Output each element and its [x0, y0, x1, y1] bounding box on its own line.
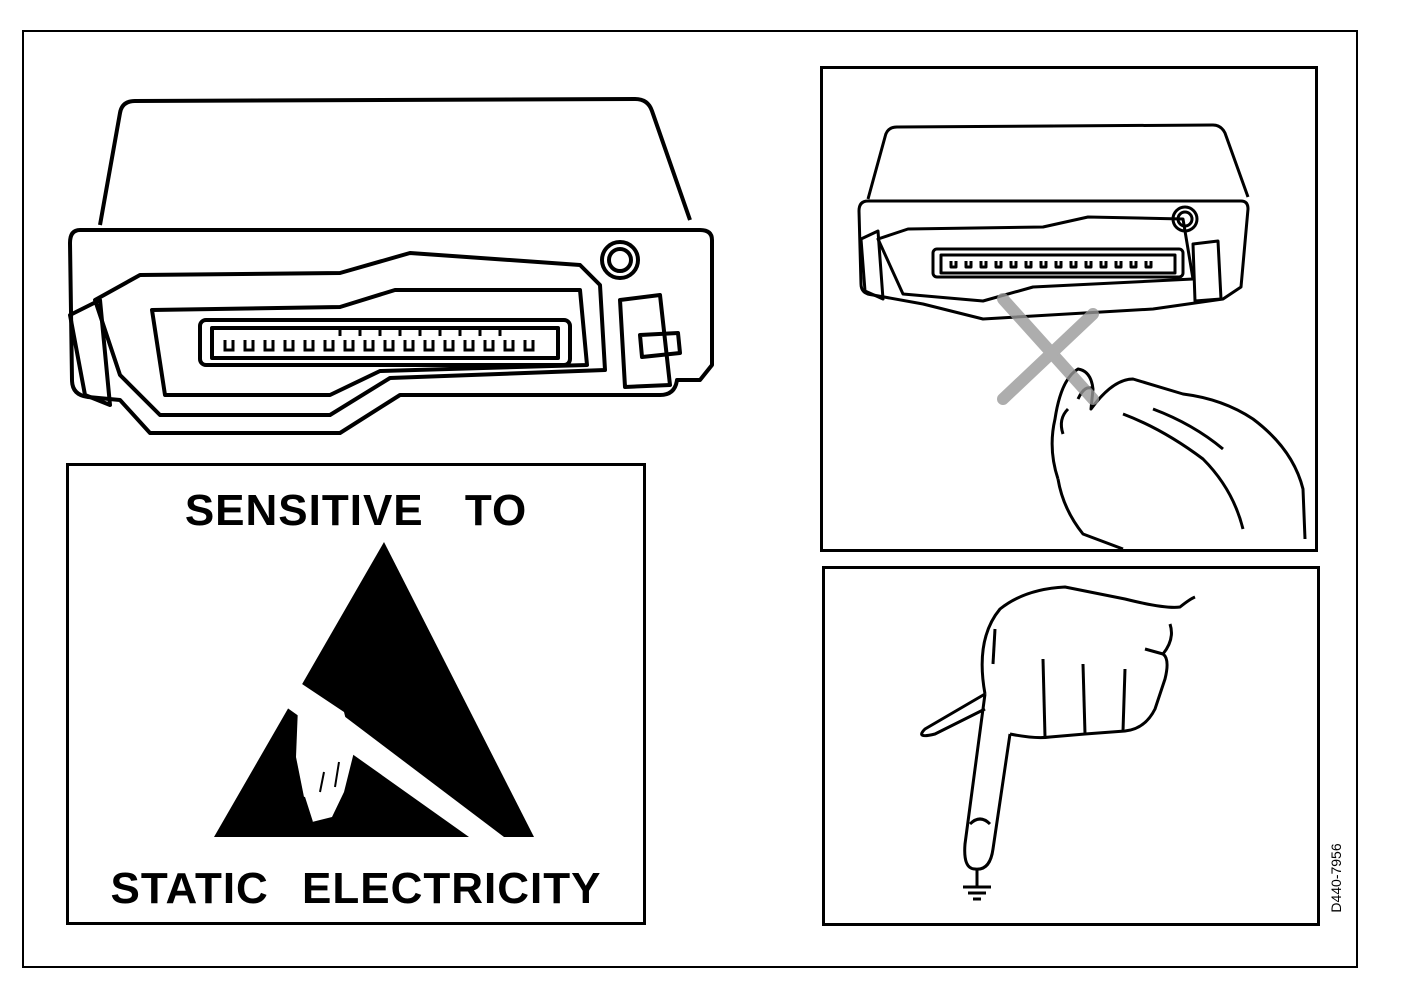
esd-warning-label: SENSITIVE TO STATIC ELECTRICITY [66, 463, 646, 925]
reference-code: D440-7956 [1316, 828, 1356, 928]
ground-first-panel [822, 566, 1320, 926]
control-unit-drawing [60, 95, 730, 445]
diagram-frame [22, 30, 1358, 968]
reference-code-text: D440-7956 [1328, 843, 1344, 913]
ground-symbol-icon [963, 869, 991, 901]
warning-top-text: SENSITIVE TO [184, 486, 528, 535]
prohibited-x-icon [997, 293, 1099, 405]
do-not-touch-panel [820, 66, 1318, 552]
esd-warning-icon [204, 542, 534, 842]
warning-bottom-text: STATIC ELECTRICITY [110, 864, 602, 913]
